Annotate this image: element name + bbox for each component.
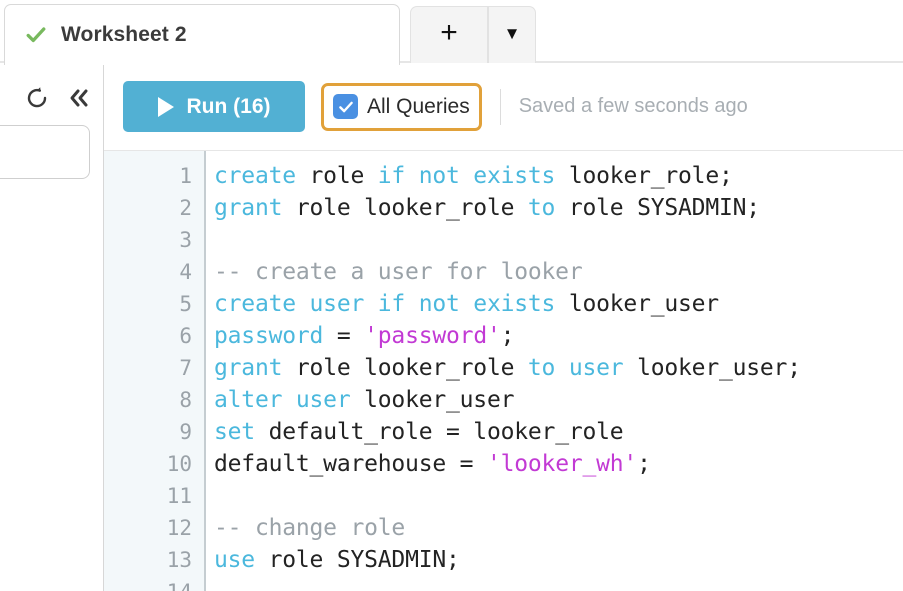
line-number: 4 [179, 260, 192, 284]
code-token-kw: use [214, 547, 255, 573]
tab-label: Worksheet 2 [61, 23, 187, 46]
run-button-label: Run (16) [186, 94, 271, 118]
chevron-down-icon[interactable]: ▼ [488, 6, 536, 63]
code-token-txt: role SYSADMIN; [254, 547, 460, 573]
code-token-txt: role looker_role [282, 355, 528, 381]
line-number: 9 [179, 420, 192, 444]
play-icon [157, 96, 174, 117]
code-token-cmt: -- create a user for looker [214, 259, 583, 285]
tab-worksheet-2[interactable]: Worksheet 2 [4, 4, 400, 65]
code-token-kw: to user [527, 355, 624, 381]
code-token-txt: default_warehouse = [214, 451, 487, 477]
code-token-kw: alter user [214, 387, 351, 413]
code-token-txt: looker_user [555, 291, 719, 317]
code-token-txt: default_role = looker_role [254, 419, 624, 445]
code-token-cmt: -- change role [214, 515, 406, 541]
code-line: use role SYSADMIN; [214, 544, 460, 576]
line-number: 8 [179, 388, 192, 412]
line-number: 13 [166, 548, 192, 572]
saved-status: Saved a few seconds ago [518, 95, 748, 117]
code-token-txt: looker_role; [555, 163, 733, 189]
all-queries-label: All Queries [367, 94, 470, 118]
refresh-icon[interactable] [24, 85, 50, 111]
code-token-kw: set [214, 419, 255, 445]
run-button[interactable]: Run (16) [123, 81, 305, 132]
code-token-kw: grant [214, 195, 283, 221]
sql-editor[interactable]: 1234567891011121314 create role if not e… [104, 151, 903, 591]
editor-toolbar: Run (16) All Queries Saved a few seconds… [104, 63, 903, 151]
add-worksheet-button[interactable]: + [410, 6, 488, 63]
code-line: password = 'password'; [214, 320, 514, 352]
line-number: 5 [179, 292, 192, 316]
code-line: create role if not exists looker_role; [214, 160, 733, 192]
line-number: 10 [166, 452, 192, 476]
code-token-str: 'password' [364, 323, 501, 349]
code-line: grant role looker_role to role SYSADMIN; [214, 192, 760, 224]
code-token-txt: = [323, 323, 365, 349]
code-token-txt: ; [637, 451, 651, 477]
code-line: set default_role = looker_role [214, 416, 624, 448]
line-number-gutter: 1234567891011121314 [104, 151, 206, 591]
code-token-kw: password [214, 323, 324, 349]
search-input[interactable] [0, 125, 90, 179]
line-number: 11 [166, 484, 192, 508]
code-token-txt: role SYSADMIN; [555, 195, 760, 221]
code-token-kw: if not exists [377, 163, 556, 189]
code-line: default_warehouse = 'looker_wh'; [214, 448, 651, 480]
double-chevron-left-icon[interactable] [66, 85, 92, 111]
line-number: 1 [179, 164, 192, 188]
checkbox-checked-icon [333, 94, 358, 119]
line-number: 6 [179, 324, 192, 348]
code-token-kw: create user if not exists [214, 291, 556, 317]
code-line: grant role looker_role to user looker_us… [214, 352, 801, 384]
code-token-kw: grant [214, 355, 283, 381]
code-line: create user if not exists looker_user [214, 288, 719, 320]
code-token-kw: to [527, 195, 556, 221]
line-number: 7 [179, 356, 192, 380]
line-number: 3 [179, 228, 192, 252]
code-content[interactable]: create role if not exists looker_role;gr… [208, 151, 903, 591]
line-number: 12 [166, 516, 192, 540]
code-token-txt: ; [500, 323, 515, 349]
left-panel [0, 63, 104, 591]
code-token-txt: role [295, 163, 378, 189]
code-line: -- change role [214, 512, 405, 544]
code-token-txt: looker_user [350, 387, 515, 413]
code-line: -- create a user for looker [214, 256, 583, 288]
line-number: 14 [112, 576, 192, 591]
check-icon [26, 27, 46, 43]
code-token-str: 'looker_wh' [486, 451, 638, 477]
line-number: 2 [179, 196, 192, 220]
all-queries-checkbox[interactable]: All Queries [321, 82, 482, 131]
code-token-kw: create [214, 163, 296, 189]
left-panel-toolbar [0, 77, 104, 119]
code-line: alter user looker_user [214, 384, 514, 416]
tab-bar: Worksheet 2 + ▼ [0, 0, 903, 65]
tab-add-group: + ▼ [410, 6, 536, 63]
toolbar-divider [499, 88, 501, 125]
code-token-txt: role looker_role [282, 195, 528, 221]
code-token-txt: looker_user; [623, 355, 801, 381]
